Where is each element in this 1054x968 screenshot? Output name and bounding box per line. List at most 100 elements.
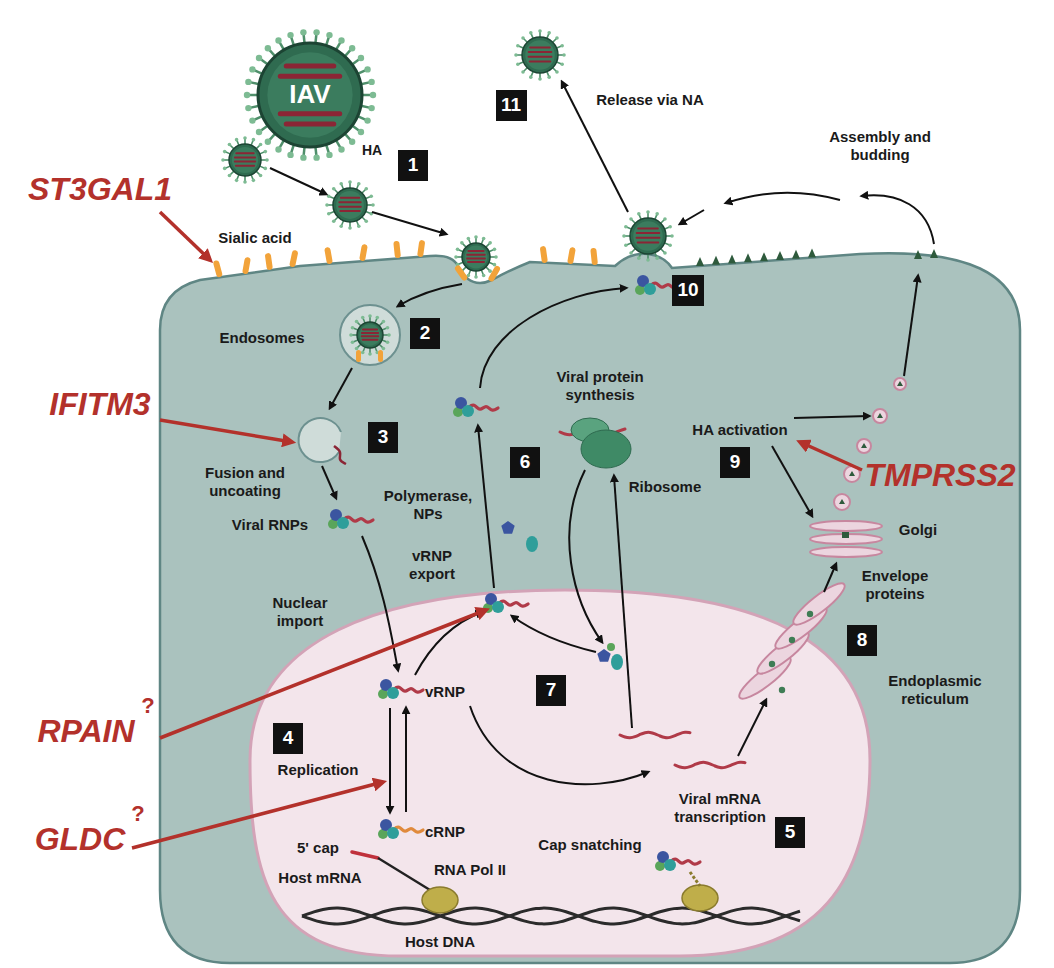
gene-label: TMPRSS2: [864, 458, 1015, 493]
spike-head: [521, 36, 525, 40]
process-arrow: [569, 470, 602, 642]
spike-head: [369, 194, 373, 198]
process-arrow: [415, 612, 482, 675]
virus-particle: [349, 314, 391, 356]
spike-head: [454, 255, 458, 259]
virus-core: [465, 246, 488, 269]
step-number: 3: [378, 427, 389, 448]
spike-head: [259, 143, 263, 147]
nucleoprotein: [664, 859, 676, 871]
spike-head: [339, 224, 343, 228]
spike-head: [668, 225, 672, 229]
envelope-protein: [839, 499, 845, 504]
spike-head: [368, 105, 374, 111]
endosome: [340, 305, 400, 365]
spike-head: [287, 152, 293, 158]
step-number: 8: [857, 630, 868, 651]
spike-head: [228, 174, 232, 178]
polymerase-subunit: [607, 643, 615, 651]
spike-head: [494, 255, 498, 259]
envelope-protein: [861, 443, 867, 448]
spike-head: [516, 44, 520, 48]
nucleus-outline: [250, 590, 870, 956]
spike-head: [338, 146, 344, 152]
spike-head: [370, 92, 376, 98]
spike-head: [364, 219, 368, 223]
spike-head: [538, 77, 542, 81]
spike-head: [368, 352, 372, 356]
spike-head: [368, 314, 372, 318]
virus-particle: [325, 180, 375, 230]
process-arrow: [372, 212, 446, 234]
golgi-cisterna: [810, 521, 882, 531]
step-number-box: 2: [410, 318, 440, 349]
virus-core: [336, 191, 364, 219]
rna-segment: [236, 165, 254, 167]
step-number: 9: [730, 452, 741, 473]
spike-head: [361, 351, 365, 355]
spike-head: [637, 256, 641, 260]
spike-head: [325, 203, 329, 207]
nucleoprotein: [644, 283, 656, 295]
spike-head: [355, 347, 359, 351]
rna-segment: [468, 250, 483, 252]
viral-mrna: [620, 732, 690, 737]
spike-head: [327, 194, 331, 198]
spike-head: [562, 53, 566, 57]
nucleoprotein: [387, 687, 399, 699]
spike-head: [670, 234, 674, 238]
sialic-acid: [567, 247, 576, 265]
rna-segment: [638, 227, 658, 229]
step-label: Viral mRNA transcription: [666, 790, 774, 826]
rna-segment: [363, 339, 378, 341]
spike-head: [375, 316, 379, 320]
spike-head: [244, 92, 250, 98]
gene-arrow: [132, 782, 383, 848]
spike-head: [624, 243, 628, 247]
step-number: 2: [420, 323, 431, 344]
rna-segment: [529, 51, 552, 53]
spike-head: [351, 340, 355, 344]
step-number-box: 6: [510, 447, 540, 478]
rna-segment: [529, 56, 552, 58]
virus-envelope: [462, 243, 490, 271]
spike-head: [655, 256, 659, 260]
sialic-acid: [454, 264, 469, 281]
process-arrow: [470, 706, 648, 784]
hemagglutinin: [696, 257, 704, 266]
hemagglutinin: [744, 253, 752, 262]
step-number-box: 8: [847, 625, 877, 656]
ribonucleoprotein: [453, 397, 498, 417]
spike-head: [358, 55, 364, 61]
dna-strand: [302, 908, 800, 924]
rna-segment: [467, 257, 485, 259]
ribonucleoprotein: [655, 851, 700, 871]
spike-head: [482, 237, 486, 241]
process-arrow: [738, 700, 766, 756]
structure-label: Envelope proteins: [854, 567, 936, 603]
process-arrow: [512, 616, 596, 652]
step-number-box: 11: [496, 90, 527, 121]
ribonucleoprotein: [378, 679, 423, 699]
spike-head: [339, 182, 343, 186]
rna-segment: [286, 63, 334, 68]
spike-head: [265, 139, 271, 145]
step-number: 10: [677, 280, 698, 301]
process-arrow: [270, 168, 326, 194]
step-label: vRNP export: [401, 547, 463, 583]
spike-head: [313, 154, 319, 160]
step-number: 7: [546, 680, 557, 701]
spike-head: [332, 187, 336, 191]
virus-core: [232, 147, 258, 173]
process-arrow: [389, 708, 391, 812]
rna-segment: [363, 329, 377, 331]
spike-head: [387, 333, 391, 337]
virus-particle: [244, 29, 376, 161]
envelope-protein: [779, 687, 785, 693]
spike-head: [275, 37, 281, 43]
spike-head: [264, 167, 268, 171]
process-arrow: [904, 276, 918, 376]
mrna-cap: [352, 852, 378, 858]
process-arrow: [405, 708, 407, 812]
spike-head: [467, 237, 471, 241]
